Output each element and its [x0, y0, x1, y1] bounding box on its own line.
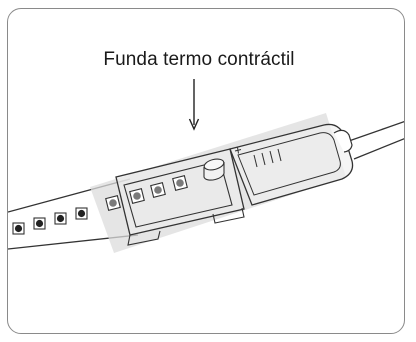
connector-head: [229, 123, 354, 206]
down-arrow-icon: [188, 79, 200, 131]
illustration-frame: Funda termo contráctil: [7, 8, 405, 334]
connector-illustration: [8, 79, 404, 253]
connector-cylinder: [203, 158, 225, 181]
led-chip: [12, 222, 25, 235]
led-chip: [33, 217, 46, 230]
power-cable: [345, 121, 404, 160]
led-chip: [129, 188, 145, 204]
led-chip: [172, 175, 188, 191]
callout-label: Funda termo contráctil: [103, 49, 295, 70]
led-chip: [150, 182, 166, 198]
led-chip: [105, 195, 121, 211]
led-chip: [75, 207, 88, 220]
led-chip: [54, 212, 67, 225]
